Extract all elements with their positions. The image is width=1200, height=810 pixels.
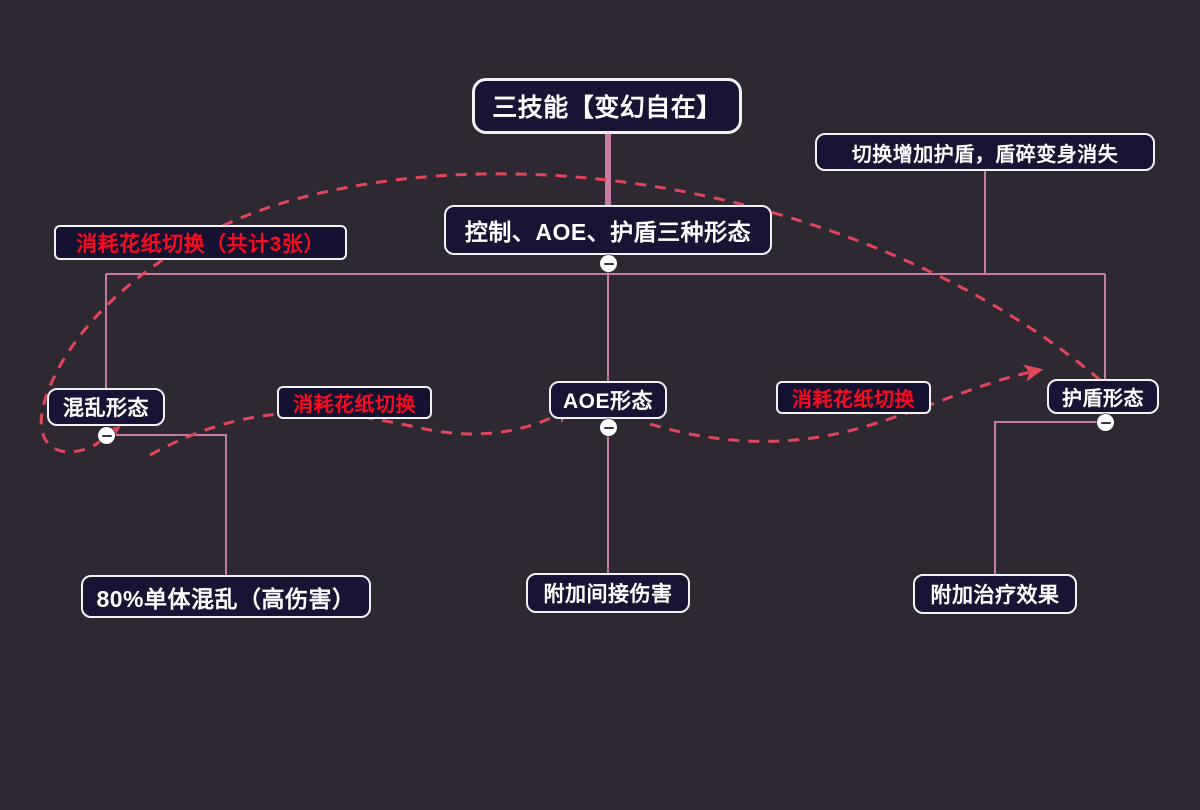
node-form-shield[interactable]: 护盾形态 [1047,379,1159,414]
edge-chaos-to-effect [106,434,227,575]
node-shield-note[interactable]: 切换增加护盾，盾碎变身消失 [815,133,1155,171]
collapse-toggle-form-shield[interactable] [1097,414,1114,431]
node-swap-cost-total[interactable]: 消耗花纸切换（共计3张） [54,225,347,260]
edge-shield-to-effect [994,421,1105,574]
node-effect-chaos[interactable]: 80%单体混乱（高伤害） [81,575,371,618]
edge-dashed-aoe-to-shield [649,364,1044,443]
edge-dashed-chaos-to-aoe [149,406,574,457]
node-form-aoe[interactable]: AOE形态 [549,381,667,419]
node-form-chaos[interactable]: 混乱形态 [47,388,165,426]
node-root-skill[interactable]: 三技能【变幻自在】 [472,78,742,134]
edge-dashed-shield-to-chaos [39,172,1101,454]
node-swap-cost-left[interactable]: 消耗花纸切换 [277,386,432,419]
node-swap-cost-right[interactable]: 消耗花纸切换 [776,381,931,414]
node-forms-summary[interactable]: 控制、AOE、护盾三种形态 [444,205,772,255]
collapse-toggle-forms-summary[interactable] [600,255,617,272]
node-effect-shield[interactable]: 附加治疗效果 [913,574,1077,614]
collapse-toggle-form-chaos[interactable] [98,427,115,444]
node-effect-aoe[interactable]: 附加间接伤害 [526,573,690,613]
collapse-toggle-form-aoe[interactable] [600,419,617,436]
